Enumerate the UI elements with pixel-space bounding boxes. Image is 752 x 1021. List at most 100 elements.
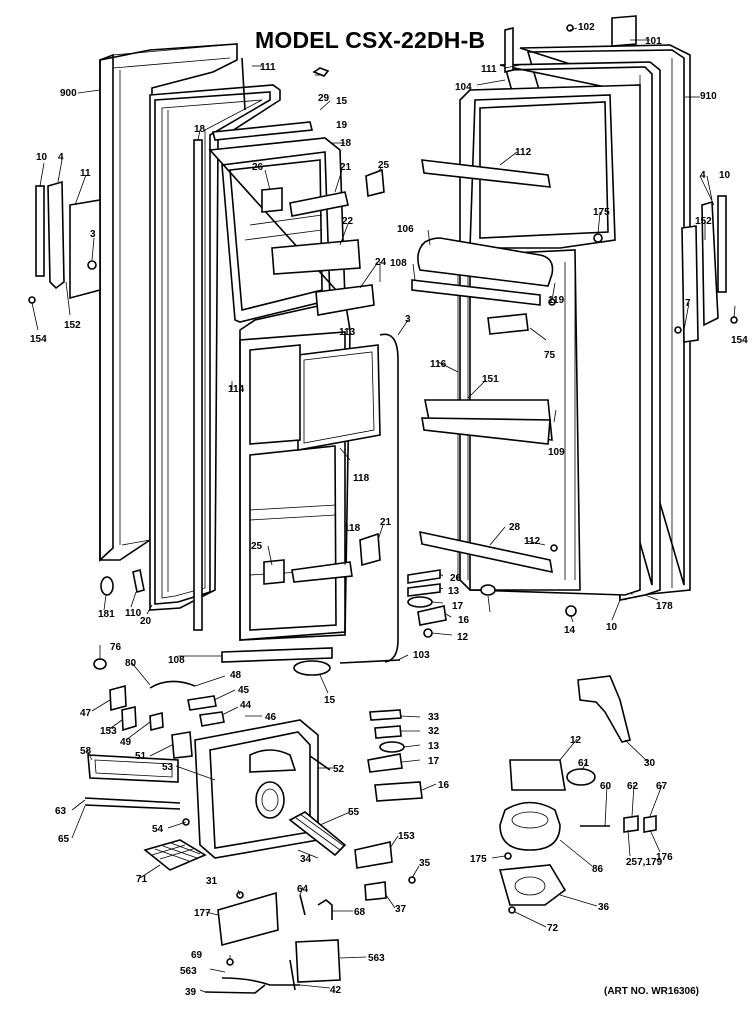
part-label-563: 563 — [180, 966, 197, 977]
part-label-21: 21 — [340, 162, 352, 173]
part-label-34: 34 — [300, 854, 312, 865]
part-label-111: 111 — [260, 62, 276, 73]
part-label-563: 563 — [368, 953, 385, 964]
part-label-7: 7 — [685, 298, 691, 309]
part-label-118: 118 — [353, 473, 370, 484]
part-label-18: 18 — [340, 138, 352, 149]
part-label-176: 176 — [656, 852, 673, 863]
auger-motor-assembly — [498, 675, 657, 914]
part-label-10: 10 — [606, 622, 618, 633]
part-label-108: 108 — [390, 258, 407, 269]
part-label-25: 25 — [378, 160, 390, 171]
part-label-15: 15 — [336, 96, 348, 107]
part-label-16: 16 — [458, 615, 470, 626]
fresh-food-shelves — [411, 159, 554, 574]
part-label-112: 112 — [524, 536, 541, 547]
part-label-13: 13 — [428, 741, 440, 752]
part-label-71: 71 — [136, 874, 148, 885]
part-label-109: 109 — [548, 447, 565, 458]
part-label-900: 900 — [60, 88, 77, 99]
part-label-64: 64 — [297, 884, 309, 895]
part-label-175: 175 — [470, 854, 487, 865]
part-label-72: 72 — [547, 923, 559, 934]
part-label-26: 26 — [252, 162, 264, 173]
part-label-17: 17 — [428, 756, 440, 767]
part-label-68: 68 — [354, 907, 366, 918]
part-label-30: 30 — [644, 758, 656, 769]
part-label-113: 113 — [339, 327, 356, 338]
part-label-11: 11 — [80, 168, 91, 179]
part-label-25: 25 — [251, 541, 263, 552]
part-label-69: 69 — [191, 950, 203, 961]
part-label-32: 32 — [428, 726, 440, 737]
part-label-910: 910 — [700, 91, 717, 102]
fresh-food-door-liner — [457, 84, 641, 596]
part-label-181: 181 — [98, 609, 115, 620]
part-label-102: 102 — [578, 22, 595, 33]
part-label-106: 106 — [397, 224, 414, 235]
switch-and-wiring-parts — [204, 891, 341, 994]
part-label-12: 12 — [570, 735, 582, 746]
art-number: (ART NO. WR16306) — [604, 986, 700, 997]
part-label-10: 10 — [36, 152, 48, 163]
part-label-21: 21 — [380, 517, 392, 528]
freezer-trim-strip — [193, 139, 203, 631]
part-label-17: 17 — [452, 601, 464, 612]
part-label-62: 62 — [627, 781, 639, 792]
part-label-58: 58 — [80, 746, 92, 757]
freezer-door-outer-panel — [99, 43, 238, 562]
part-label-29: 29 — [318, 93, 330, 104]
part-label-110: 110 — [125, 608, 142, 619]
part-label-35: 35 — [419, 858, 431, 869]
part-label-31: 31 — [206, 876, 218, 887]
part-label-20: 20 — [140, 616, 152, 627]
freezer-shelves — [261, 168, 385, 585]
part-label-14: 14 — [564, 625, 576, 636]
part-label-43: 43 — [0, 0, 12, 3]
part-label-4: 4 — [700, 170, 706, 181]
part-label-75: 75 — [544, 350, 556, 361]
ice-bucket-assembly — [194, 719, 347, 859]
part-label-118: 118 — [344, 523, 361, 534]
part-label-67: 67 — [656, 781, 668, 792]
part-label-3: 3 — [405, 314, 411, 325]
part-label-53: 53 — [162, 762, 174, 773]
right-hinge-parts — [674, 195, 738, 343]
part-label-154: 154 — [731, 335, 748, 346]
part-label-76: 76 — [110, 642, 122, 653]
part-label-55: 55 — [348, 807, 360, 818]
part-label-47: 47 — [80, 708, 92, 719]
dispenser-door-28 — [249, 344, 381, 451]
part-label-119: 119 — [548, 295, 565, 306]
part-label-153: 153 — [100, 726, 117, 737]
part-label-175: 175 — [593, 207, 610, 218]
part-label-178: 178 — [656, 601, 673, 612]
part-label-101: 101 — [645, 36, 662, 47]
part-label-3: 3 — [90, 229, 96, 240]
part-label-4: 4 — [58, 152, 64, 163]
part-label-52: 52 — [333, 764, 345, 775]
part-label-103: 103 — [413, 650, 430, 661]
part-label-49: 49 — [120, 737, 132, 748]
part-label-16: 16 — [438, 780, 450, 791]
part-label-24: 24 — [375, 257, 387, 268]
part-label-42: 42 — [330, 985, 342, 996]
part-label-114: 114 — [228, 384, 245, 395]
part-label-65: 65 — [58, 834, 70, 845]
dispenser-parts — [84, 658, 225, 871]
part-label-61: 61 — [578, 758, 590, 769]
part-label-28: 28 — [509, 522, 521, 533]
part-label-37: 37 — [395, 904, 407, 915]
part-label-86: 86 — [592, 864, 604, 875]
part-label-33: 33 — [428, 712, 440, 723]
part-label-104: 104 — [455, 82, 472, 93]
part-label-112: 112 — [515, 147, 532, 158]
left-hinge-parts — [28, 180, 101, 304]
part-label-41: 41 — [0, 0, 12, 3]
part-label-44: 44 — [240, 700, 252, 711]
part-label-257-179: 257,179 — [626, 857, 663, 868]
part-label-22: 22 — [342, 216, 354, 227]
